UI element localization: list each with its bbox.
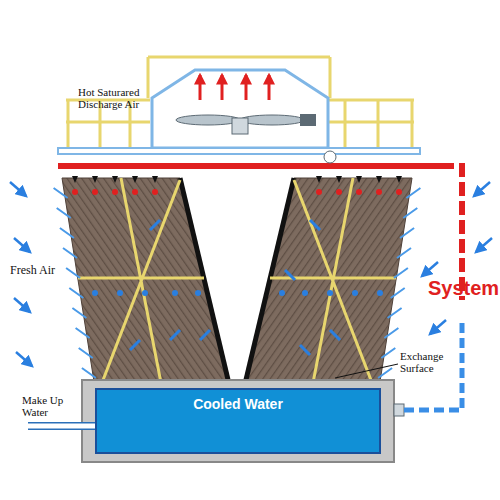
fill-pack (62, 178, 230, 388)
outlet-flange (394, 404, 404, 416)
fresh-air-arrows (10, 182, 492, 366)
leader-line (335, 364, 398, 378)
baffle (244, 178, 294, 388)
fan (176, 114, 316, 134)
water-basin: Cooled Water (95, 388, 381, 454)
fan-housing (152, 70, 328, 148)
fresh-air-label: Fresh Air (10, 264, 70, 277)
air-louvers (54, 188, 96, 378)
pump (324, 151, 336, 163)
support-frame (78, 178, 396, 388)
makeup-label: Make Up Water (22, 394, 76, 418)
system-label: System (428, 277, 500, 299)
water-drops (92, 290, 383, 296)
basin-wall (82, 380, 394, 462)
water-streaks (130, 220, 340, 355)
discharge-label: Hot Saturared Discharge Air (78, 86, 168, 110)
fill-pack (244, 178, 412, 388)
hot-water-pipe (58, 163, 440, 169)
basin-label: Cooled Water (97, 396, 379, 412)
spray-nozzles (72, 176, 402, 195)
air-louvers (378, 188, 420, 378)
top-railing (66, 57, 414, 150)
baffle (180, 178, 230, 388)
discharge-arrows (200, 75, 269, 100)
exchange-label: Exchange Surface (400, 350, 462, 374)
deck (58, 148, 420, 154)
